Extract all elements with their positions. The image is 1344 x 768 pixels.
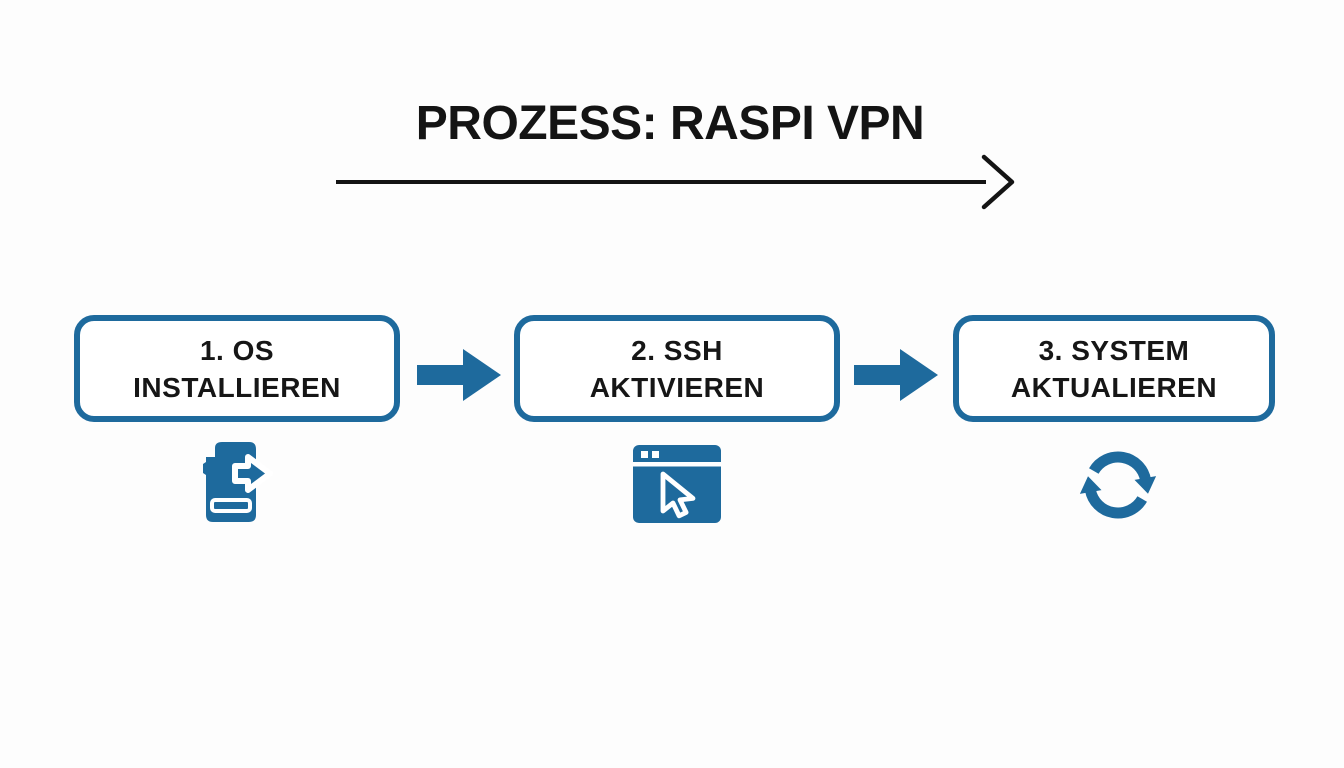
sd-card-export-icon [203,442,273,522]
sync-refresh-icon [1079,451,1157,519]
step-box-os-installieren: 1. OS INSTALLIEREN [74,315,400,422]
browser-cursor-icon [633,445,721,523]
long-right-arrow-icon [336,154,1015,210]
step-box-system-aktualieren: 3. SYSTEM AKTUALIEREN [953,315,1275,422]
step-label-line1: 3. SYSTEM [1038,334,1190,366]
page-title: PROZESS: RASPI VPN [415,97,925,150]
right-arrow-icon [417,349,501,401]
step-label-line2: INSTALLIEREN [133,371,341,403]
step-box-ssh-aktivieren: 2. SSH AKTIVIEREN [514,315,840,422]
right-arrow-icon [854,349,938,401]
step-label-line1: 2. SSH [631,334,723,366]
step-label-line1: 1. OS [199,334,275,366]
step-label-line2: AKTUALIEREN [1010,371,1218,403]
step-label-line2: AKTIVIEREN [589,371,765,403]
